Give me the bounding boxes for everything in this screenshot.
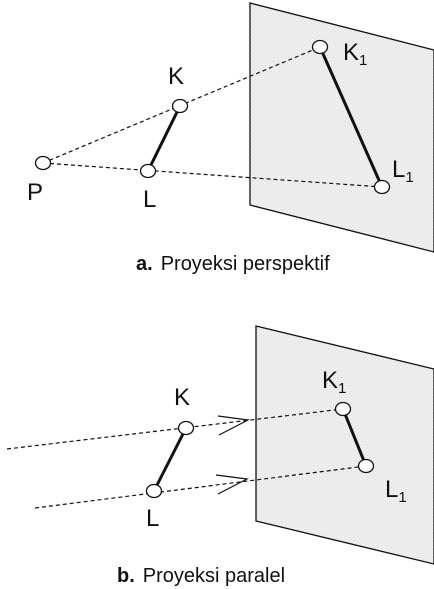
label-k1-b-main: K xyxy=(322,367,338,394)
point-l-b xyxy=(145,483,163,499)
caption-a: a. Proyeksi perspektif xyxy=(136,253,330,275)
label-k1-sub: 1 xyxy=(359,52,367,69)
label-l1-b: L1 xyxy=(385,476,407,506)
label-k-b: K xyxy=(174,384,190,411)
point-k xyxy=(171,98,189,114)
label-l1-sub: 1 xyxy=(405,169,413,186)
arrowhead-k xyxy=(217,415,250,436)
panel-a: P K L K1 L1 a.Proyeksi perspektif xyxy=(27,2,434,275)
segment-kl xyxy=(146,105,182,172)
segment-kl-b xyxy=(152,427,188,492)
arrowhead-l xyxy=(215,474,249,495)
label-l: L xyxy=(143,186,156,213)
label-k: K xyxy=(168,63,184,90)
projector-line-pl xyxy=(42,162,383,188)
point-k1-b xyxy=(334,401,352,417)
segment-k1l1-b xyxy=(341,408,368,467)
projector-line-k xyxy=(6,408,344,450)
caption-b-text: Proyeksi paralel xyxy=(143,565,285,587)
projection-plane-b xyxy=(255,325,434,565)
caption-b: b. Proyeksi paralel xyxy=(117,565,285,587)
label-l1: L1 xyxy=(392,156,414,186)
caption-a-letter: a. xyxy=(136,253,153,275)
label-k1: K1 xyxy=(343,39,367,69)
caption-b-letter: b. xyxy=(117,565,135,587)
point-p xyxy=(34,155,52,171)
projection-plane-a xyxy=(249,2,434,253)
point-k-b xyxy=(177,420,195,436)
label-k1-b-sub: 1 xyxy=(338,380,346,397)
label-l1-b-sub: 1 xyxy=(398,489,406,506)
caption-a-text: Proyeksi perspektif xyxy=(161,253,330,275)
point-l1 xyxy=(373,179,391,195)
point-l1-b xyxy=(357,458,375,474)
panel-b: K L K1 L1 b.Proyeksi paralel xyxy=(6,325,434,587)
point-k1 xyxy=(311,39,329,55)
label-l1-main: L xyxy=(392,156,405,183)
label-l-b: L xyxy=(146,505,159,532)
label-p: P xyxy=(27,179,43,206)
label-k1-main: K xyxy=(343,39,359,66)
segment-k1l1 xyxy=(318,46,384,188)
label-k1-b: K1 xyxy=(322,367,346,397)
label-l1-b-main: L xyxy=(385,476,398,503)
point-l xyxy=(139,163,157,179)
